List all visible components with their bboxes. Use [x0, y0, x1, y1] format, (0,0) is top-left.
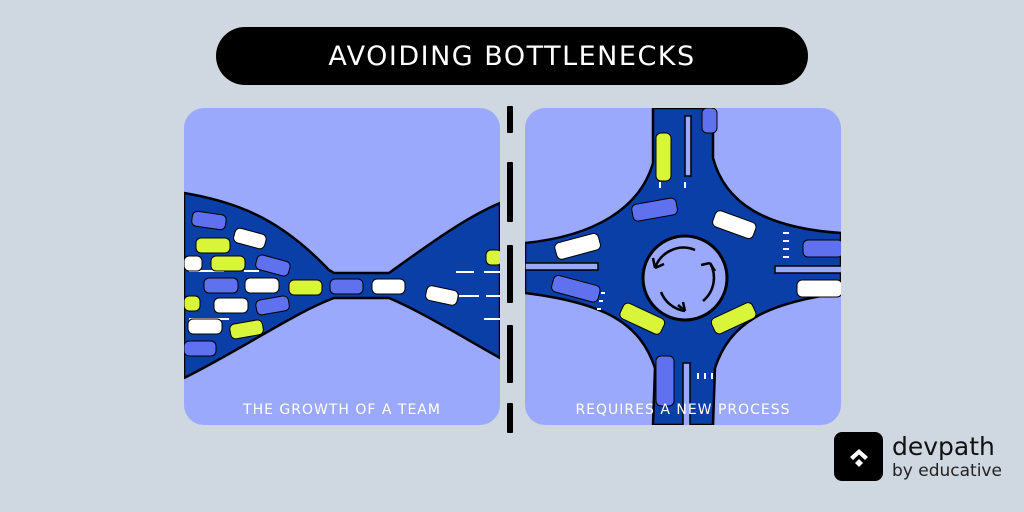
cars [551, 108, 841, 407]
devpath-chevron-icon [834, 432, 883, 481]
title-banner: AVOIDING BOTTLENECKS [216, 27, 808, 85]
median-south [682, 362, 691, 425]
panel-caption: THE GROWTH OF A TEAM [243, 402, 441, 418]
median-north [684, 115, 692, 177]
crosswalk-marks [597, 182, 789, 379]
roundabout-illustration [525, 108, 841, 425]
bottleneck-illustration [184, 191, 500, 380]
cars [184, 210, 500, 357]
devpath-logo[interactable]: devpath by educative [834, 432, 1002, 481]
dashed-divider [507, 100, 513, 433]
median-west [525, 262, 599, 271]
brand-tagline: by educative [892, 460, 1002, 481]
circular-arrows-icon [651, 246, 717, 313]
panel-roundabout: REQUIRES A NEW PROCESS [525, 108, 841, 425]
panel-caption: REQUIRES A NEW PROCESS [575, 402, 791, 418]
panel-bottleneck: THE GROWTH OF A TEAM [184, 108, 500, 425]
brand-name: devpath [892, 431, 995, 461]
median-east [774, 265, 841, 274]
page-title: AVOIDING BOTTLENECKS [328, 40, 696, 72]
